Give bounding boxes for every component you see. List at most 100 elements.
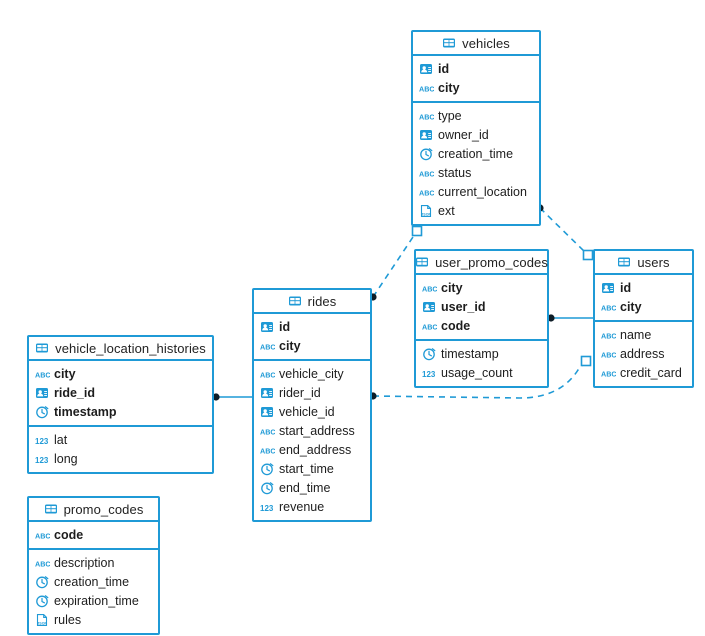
table-title: promo_codes [63, 501, 144, 517]
table-header-users[interactable]: users [595, 251, 692, 275]
primary-key-row[interactable]: id [413, 59, 539, 78]
table-header-vehicle_location_histories[interactable]: vehicle_location_histories [29, 337, 212, 361]
column-name: end_address [279, 442, 352, 457]
abc-string-icon: ABC [260, 424, 276, 438]
column-row[interactable]: ABC address [595, 344, 692, 363]
column-name: vehicle_city [279, 366, 344, 381]
clock-icon [35, 594, 49, 608]
primary-key-icon [260, 405, 274, 419]
relationship-line [372, 230, 418, 298]
table-grid-icon [442, 36, 456, 50]
column-name: name [620, 327, 652, 342]
svg-text:ABC: ABC [601, 331, 616, 340]
table-header-promo_codes[interactable]: promo_codes [29, 498, 158, 522]
column-name: timestamp [441, 346, 499, 361]
column-row[interactable]: end_time [254, 478, 370, 497]
abc-string-icon: ABC [422, 319, 438, 333]
primary-key-row[interactable]: id [254, 317, 370, 336]
abc-string-icon: ABC [260, 367, 276, 381]
svg-text:ABC: ABC [601, 350, 616, 359]
relationship-square-endpoint [582, 249, 594, 261]
table-title: users [637, 254, 670, 270]
svg-text:123: 123 [260, 504, 274, 513]
column-row[interactable]: start_time [254, 459, 370, 478]
primary-key-row[interactable]: ride_id [29, 383, 212, 402]
primary-key-row[interactable]: timestamp [29, 402, 212, 421]
column-row[interactable]: JSON rules [29, 610, 158, 629]
column-row[interactable]: owner_id [413, 125, 539, 144]
column-name: long [54, 451, 78, 466]
column-name: revenue [279, 499, 325, 514]
svg-text:JSON: JSON [37, 621, 47, 625]
json-document-icon: JSON [419, 204, 433, 218]
column-row[interactable]: ABC name [595, 325, 692, 344]
column-row[interactable]: creation_time [413, 144, 539, 163]
svg-text:ABC: ABC [419, 188, 434, 197]
abc-string-icon: ABC [260, 443, 276, 457]
column-name: code [54, 527, 84, 542]
column-row[interactable]: creation_time [29, 572, 158, 591]
column-row[interactable]: timestamp [416, 344, 547, 363]
column-name: ride_id [54, 385, 95, 400]
table-header-vehicles[interactable]: vehicles [413, 32, 539, 56]
abc-string-icon: ABC [35, 528, 51, 542]
relationship-line [539, 207, 589, 256]
column-row[interactable]: ABC current_location [413, 182, 539, 201]
svg-text:123: 123 [422, 370, 436, 379]
table-grid-icon [415, 255, 429, 269]
table-header-user_promo_codes[interactable]: user_promo_codes [415, 251, 548, 275]
column-row[interactable]: rider_id [254, 383, 370, 402]
abc-string-icon: ABC [601, 328, 617, 342]
column-name: address [620, 346, 665, 361]
abc-string-icon: ABC [419, 81, 435, 95]
svg-text:ABC: ABC [601, 369, 616, 378]
column-name: user_id [441, 299, 486, 314]
column-name: current_location [438, 184, 527, 199]
table-header-rides[interactable]: rides [254, 290, 370, 314]
svg-text:ABC: ABC [419, 169, 434, 178]
primary-key-row[interactable]: id [595, 278, 692, 297]
relationship-square-endpoint [580, 355, 592, 367]
relationship-vehicle_location_histories-to-rides[interactable] [212, 393, 252, 401]
primary-key-icon [260, 386, 274, 400]
clock-icon [35, 575, 49, 589]
clock-icon [260, 462, 274, 476]
table-grid-icon [617, 255, 631, 269]
column-name: type [438, 108, 462, 123]
column-row[interactable]: vehicle_id [254, 402, 370, 421]
table-title: user_promo_codes [435, 254, 548, 270]
column-name: owner_id [438, 127, 489, 142]
relationship-user_promo_codes-to-users[interactable] [547, 314, 594, 322]
column-row[interactable]: expiration_time [29, 591, 158, 610]
column-row[interactable]: 123 revenue [254, 497, 370, 516]
column-name: rules [54, 612, 82, 627]
primary-key-row[interactable]: user_id [416, 297, 547, 316]
